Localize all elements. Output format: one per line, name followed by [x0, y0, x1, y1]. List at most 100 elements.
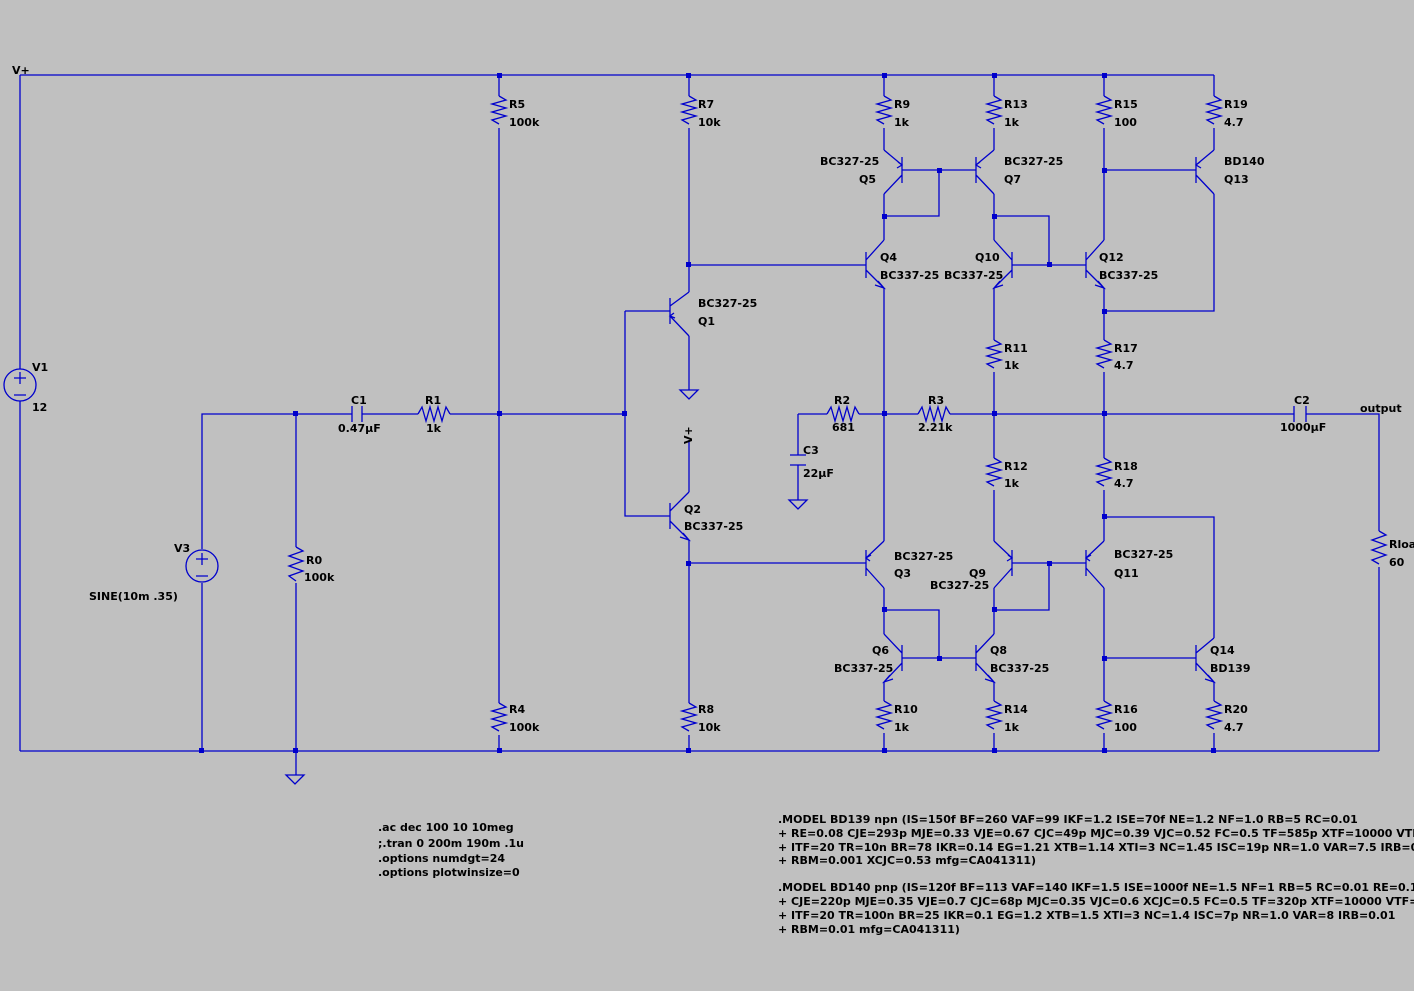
- resistor-r14[interactable]: [984, 700, 1004, 730]
- labels: V+ output V+ V1 12 V3 SINE(10m .35) R0 1…: [12, 64, 1414, 734]
- wire-v3-input: [201, 413, 352, 775]
- label-r20-name: R20: [1224, 703, 1248, 716]
- label-r9-name: R9: [894, 98, 910, 111]
- resistor-r17[interactable]: [1094, 339, 1114, 369]
- transistor-q13[interactable]: [1190, 149, 1215, 195]
- directive-line: .ac dec 100 10 10meg: [378, 821, 514, 834]
- transistor-q12[interactable]: [1080, 239, 1107, 290]
- resistors: [287, 95, 1388, 732]
- resistor-r8[interactable]: [679, 702, 699, 732]
- resistor-r13[interactable]: [984, 95, 1004, 125]
- source-v1[interactable]: [3, 368, 37, 402]
- label-r8-name: R8: [698, 703, 714, 716]
- label-r7-name: R7: [698, 98, 714, 111]
- label-q13-value: BD140: [1224, 155, 1265, 168]
- model-line: + ITF=20 TR=100n BR=25 IKR=0.1 EG=1.2 XT…: [778, 909, 1395, 922]
- net-label-vplus: V+: [12, 64, 30, 77]
- label-rload-value: 60: [1389, 556, 1405, 569]
- wires: [19, 74, 1380, 775]
- label-r14-value: 1k: [1004, 721, 1020, 734]
- model-line: .MODEL BD140 pnp (IS=120f BF=113 VAF=140…: [778, 881, 1414, 894]
- resistor-r7[interactable]: [679, 95, 699, 125]
- resistor-r4[interactable]: [489, 702, 509, 732]
- label-r13-name: R13: [1004, 98, 1028, 111]
- label-r0-value: 100k: [304, 571, 335, 584]
- label-r4-name: R4: [509, 703, 525, 716]
- label-r0-name: R0: [306, 554, 322, 567]
- resistor-r10[interactable]: [874, 700, 894, 730]
- model-bd140[interactable]: .MODEL BD140 pnp (IS=120f BF=113 VAF=140…: [778, 881, 1414, 936]
- net-label-vplus-flag: V+: [682, 426, 695, 444]
- label-r16-value: 100: [1114, 721, 1137, 734]
- transistor-q5[interactable]: [883, 149, 908, 195]
- resistor-r18[interactable]: [1094, 457, 1114, 487]
- label-r18-name: R18: [1114, 460, 1138, 473]
- label-r1-value: 1k: [426, 422, 442, 435]
- label-q12-name: Q12: [1099, 251, 1124, 264]
- resistor-r2[interactable]: [826, 404, 860, 424]
- label-r7-value: 10k: [698, 116, 721, 129]
- model-line: + RBM=0.001 XCJC=0.53 mfg=CA041311): [778, 854, 1036, 867]
- label-r10-name: R10: [894, 703, 918, 716]
- resistor-r20[interactable]: [1204, 700, 1224, 730]
- label-v1-value: 12: [32, 401, 47, 414]
- transistor-q7[interactable]: [970, 149, 995, 195]
- model-line: + ITF=20 TR=10n BR=78 IKR=0.14 EG=1.21 X…: [778, 841, 1414, 854]
- transistor-q14[interactable]: [1190, 637, 1217, 684]
- label-r3-name: R3: [928, 394, 944, 407]
- label-r15-value: 100: [1114, 116, 1137, 129]
- directive-line: ;.tran 0 200m 190m .1u: [378, 837, 524, 850]
- transistor-q4[interactable]: [860, 239, 887, 290]
- resistor-r16[interactable]: [1094, 700, 1114, 730]
- transistor-q2[interactable]: [664, 491, 692, 542]
- label-r4-value: 100k: [509, 721, 540, 734]
- label-rload-name: Rloa: [1389, 538, 1414, 551]
- capacitor-c1[interactable]: [351, 406, 363, 422]
- directive-line: .options numdgt=24: [378, 852, 505, 865]
- transistor-q8[interactable]: [970, 633, 997, 684]
- resistor-r9[interactable]: [874, 95, 894, 125]
- resistor-rload[interactable]: [1370, 530, 1388, 565]
- label-r3-value: 2.21k: [918, 421, 953, 434]
- resistor-r0[interactable]: [287, 546, 305, 582]
- resistor-r11[interactable]: [984, 339, 1004, 369]
- label-r17-name: R17: [1114, 342, 1138, 355]
- wire-q3-q6: [883, 588, 940, 658]
- label-r17-value: 4.7: [1114, 359, 1134, 372]
- transistor-q11[interactable]: [1080, 540, 1105, 589]
- label-q11-name: Q11: [1114, 567, 1139, 580]
- label-r19-name: R19: [1224, 98, 1248, 111]
- label-q3-name: Q3: [894, 567, 911, 580]
- label-q10-name: Q10: [975, 251, 1000, 264]
- transistor-q1[interactable]: [664, 291, 690, 337]
- ground-q1-icon: [678, 389, 700, 400]
- spice-directives[interactable]: .ac dec 100 10 10meg ;.tran 0 200m 190m …: [378, 821, 524, 879]
- transistor-q6[interactable]: [881, 633, 908, 684]
- transistor-q9[interactable]: [993, 540, 1018, 589]
- label-c3-name: C3: [803, 444, 819, 457]
- capacitor-c3[interactable]: [790, 454, 806, 466]
- label-v3-value: SINE(10m .35): [89, 590, 178, 603]
- transistors: [664, 149, 1217, 684]
- resistor-r15[interactable]: [1094, 95, 1114, 125]
- source-v3[interactable]: [185, 549, 219, 583]
- resistor-r1[interactable]: [417, 404, 451, 424]
- capacitor-c2[interactable]: [1293, 406, 1307, 422]
- wire-q2-r8: [688, 540, 860, 751]
- label-q4-value: BC337-25: [880, 269, 939, 282]
- resistor-r19[interactable]: [1204, 95, 1224, 125]
- label-v3-name: V3: [174, 542, 190, 555]
- transistor-q10[interactable]: [991, 239, 1018, 290]
- resistor-r5[interactable]: [489, 95, 509, 125]
- label-q6-name: Q6: [872, 644, 889, 657]
- wire-q1-q2-base: [624, 310, 664, 517]
- label-c1-value: 0.47µF: [338, 422, 381, 435]
- label-q5-name: Q5: [859, 173, 876, 186]
- transistor-q3[interactable]: [860, 540, 885, 589]
- label-q7-name: Q7: [1004, 173, 1021, 186]
- resistor-r3[interactable]: [917, 404, 951, 424]
- label-r20-value: 4.7: [1224, 721, 1244, 734]
- model-bd139[interactable]: .MODEL BD139 npn (IS=150f BF=260 VAF=99 …: [778, 813, 1414, 867]
- resistor-r12[interactable]: [984, 457, 1004, 487]
